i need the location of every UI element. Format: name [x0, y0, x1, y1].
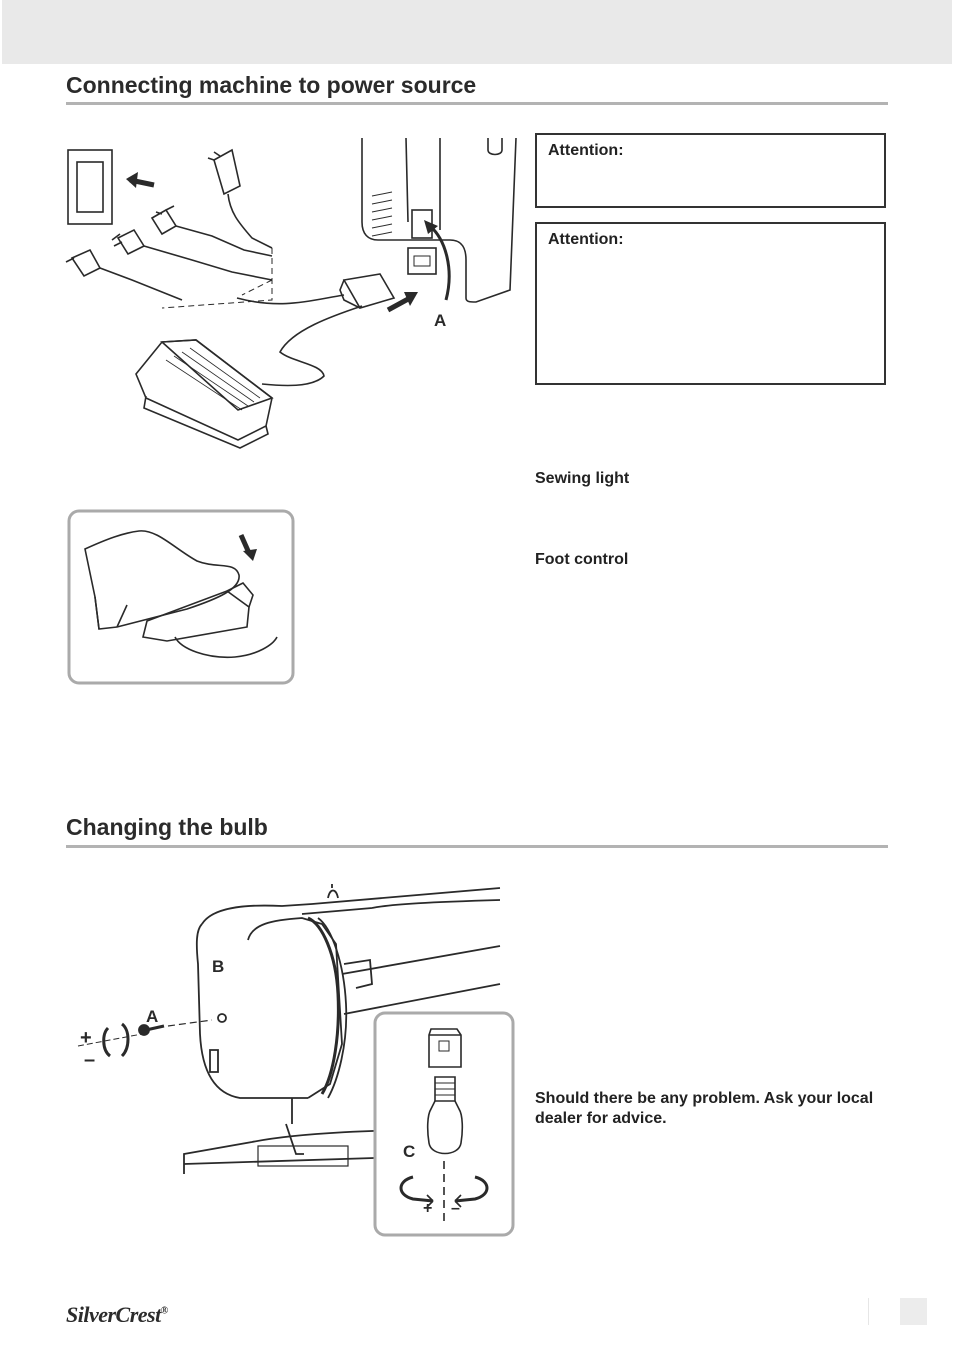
subhead-sewing-light: Sewing light — [535, 470, 630, 487]
header-band — [2, 0, 952, 64]
label-b-bulb: B — [212, 957, 224, 976]
label-a-bulb: A — [146, 1007, 158, 1026]
section-title-bulb: Changing the bulb — [66, 814, 268, 840]
brand-registered-mark: ® — [160, 1305, 168, 1317]
label-a-power: A — [434, 311, 446, 330]
machine-head-illustration: B A + – — [77, 884, 502, 1174]
attention-label-2: Attention: — [548, 231, 624, 248]
brand-name: SilverCrest — [66, 1302, 161, 1327]
section-title-power: Connecting machine to power source — [66, 72, 477, 98]
dealer-advice-note: Should there be any problem. Ask your lo… — [535, 1090, 874, 1127]
foot-pedal-illustration — [67, 509, 295, 685]
attention-box-2: Attention: — [535, 222, 886, 385]
plus-sign-screw: + — [80, 1027, 92, 1049]
label-c-bulb: C — [403, 1142, 415, 1161]
minus-sign-bulb: – — [451, 1200, 460, 1217]
section-rule-bulb — [66, 845, 888, 848]
section-rule-power — [66, 102, 888, 105]
page-number-box — [900, 1298, 927, 1325]
attention-label-1: Attention: — [548, 142, 624, 159]
power-connection-illustration: A — [65, 137, 517, 449]
attention-box-1: Attention: — [535, 133, 886, 208]
minus-sign-screw: – — [84, 1049, 95, 1071]
subhead-foot-control: Foot control — [535, 551, 629, 568]
brand-logo: SilverCrest® — [66, 1302, 168, 1328]
footer-separator — [868, 1298, 869, 1325]
bulb-inset-illustration: C + – — [373, 1011, 515, 1237]
plus-sign-bulb: + — [423, 1200, 432, 1217]
